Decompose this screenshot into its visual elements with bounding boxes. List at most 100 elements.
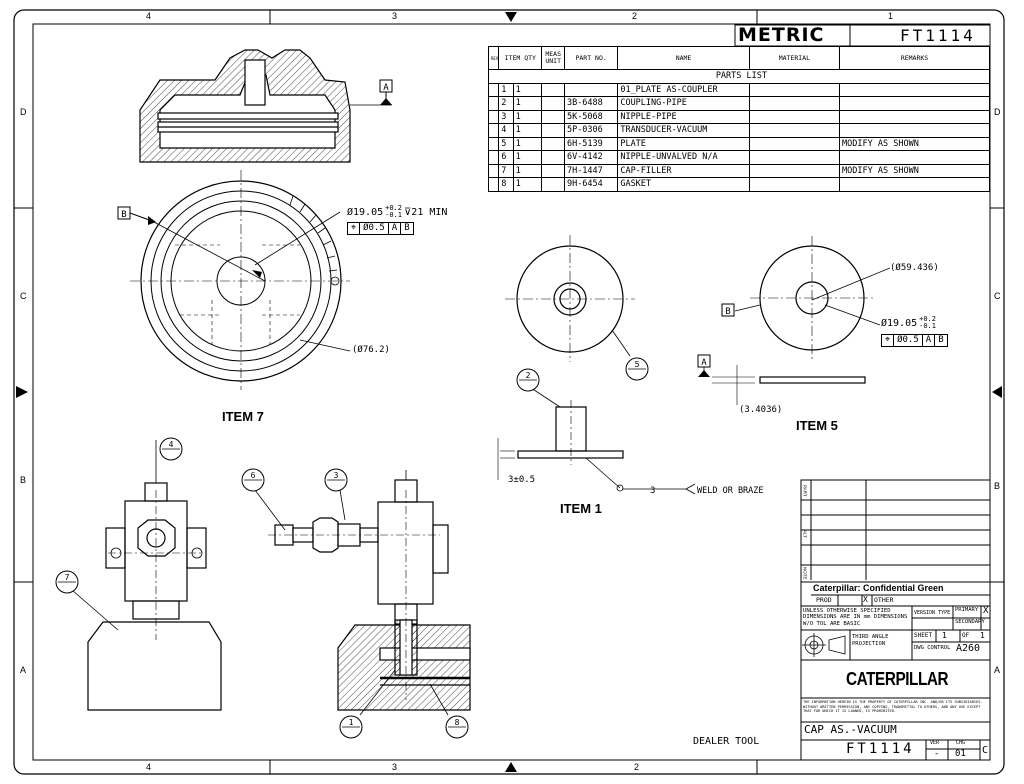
- col-item-qty: ITEM QTY: [498, 46, 543, 70]
- item5-thickness: (3.4036): [739, 405, 782, 415]
- datum-b-label-1: B: [121, 210, 126, 220]
- prod-label: PROD: [816, 596, 832, 604]
- zone-bottom-4: 4: [146, 762, 152, 772]
- zone-right-a: A: [994, 665, 1001, 675]
- item5-hole-dim: Ø19.05+0.2-0.1: [881, 315, 936, 330]
- item7-hole-dim: Ø19.05+0.2-0.1⊽21 MIN: [347, 204, 448, 219]
- item7-label: ITEM 7: [222, 409, 264, 424]
- item5-outer-dim: (Ø59.436): [890, 263, 939, 273]
- svg-text:1: 1: [349, 718, 354, 727]
- balloon-numbers: 1 2 3 4 5 6 7 8: [65, 360, 640, 727]
- datum-a-item7: [350, 79, 393, 106]
- zone-left-d: D: [20, 107, 27, 117]
- datum-a-triangle: [698, 370, 710, 377]
- outer-border: [13, 9, 1005, 775]
- ver-value: -: [934, 749, 940, 759]
- inner-border: [32, 23, 991, 761]
- legal-notice: THE INFORMATION HEREIN IS THE PROPERTY O…: [803, 700, 983, 714]
- zone-top-1: 1: [888, 11, 894, 21]
- dwg-control-label: DWG CONTROL: [914, 645, 951, 651]
- item1-plan-view: [505, 235, 635, 362]
- balloon-dividers: [58, 368, 646, 728]
- item1-label: ITEM 1: [560, 501, 602, 516]
- col-meas-unit: MEAS UNIT: [541, 46, 565, 70]
- position-tolerance-icon: ⌖: [882, 335, 895, 346]
- col-item: ITEM: [504, 54, 521, 62]
- item5-label: ITEM 5: [796, 418, 838, 433]
- item7-position-fcf: ⌖ Ø0.5 A B: [347, 222, 414, 235]
- of-label: OF: [962, 632, 970, 639]
- sheet-value: 1: [942, 631, 947, 640]
- sheet-label: SHEET: [914, 632, 933, 639]
- weld-symbol: 3: [650, 486, 655, 496]
- chg-value: 01: [955, 749, 966, 759]
- col-rev: REV: [487, 46, 500, 70]
- size-value: C: [982, 745, 989, 756]
- zone-right-b: B: [994, 481, 1001, 491]
- datum-b-item5: [721, 303, 735, 317]
- datum-a-label-1: A: [383, 83, 389, 93]
- zone-top-2: 2: [632, 11, 638, 21]
- datum-b-item7: [117, 206, 156, 225]
- item7-section-view: [139, 49, 351, 163]
- zone-left-b: B: [20, 475, 27, 485]
- datum-a-label-2: A: [701, 358, 707, 368]
- item1-side-view: [497, 385, 696, 495]
- zone-bottom-3: 3: [392, 762, 398, 772]
- svg-text:4: 4: [169, 440, 174, 449]
- col-qty: QTY: [524, 54, 536, 62]
- assembly-side-view: [254, 470, 471, 716]
- center-marks: [16, 12, 1002, 772]
- svg-text:6: 6: [251, 471, 256, 480]
- dealer-tool-label: DEALER TOOL: [693, 736, 760, 747]
- zone-top-3: 3: [392, 11, 398, 21]
- assembly-front-view: [71, 440, 222, 711]
- third-angle-projection-symbol: [802, 633, 846, 657]
- weld-note: WELD OR BRAZE: [697, 486, 764, 496]
- zone-top-4: 4: [146, 11, 152, 21]
- tb-drawing-number: FT1114: [846, 741, 915, 757]
- parts-list-title-row: PARTS LIST: [488, 69, 990, 84]
- parts-list-title: PARTS LIST: [488, 69, 990, 84]
- item5-plan-view: [734, 236, 891, 360]
- caterpillar-logo: CATERPILLAR: [846, 669, 949, 689]
- svg-text:7: 7: [65, 573, 70, 582]
- zone-left-a: A: [20, 665, 27, 675]
- header-drawing-number: FT1114: [900, 26, 976, 45]
- version-type-label: VERSION TYPE: [914, 610, 951, 616]
- svg-text:2: 2: [526, 371, 531, 380]
- svg-text:3: 3: [334, 471, 339, 480]
- projection-label: THIRD ANGLE PROJECTION: [852, 634, 889, 647]
- primary-mark: X: [983, 606, 989, 616]
- parts-list-table: REV ITEM QTY MEAS UNIT PART NO. NAME MAT…: [487, 46, 990, 192]
- tb-side-label-part: PART: [802, 485, 808, 497]
- secondary-label: SECONDARY: [955, 619, 985, 625]
- other-label: OTHER: [874, 596, 894, 604]
- svg-text:8: 8: [455, 718, 460, 727]
- zone-right-d: D: [994, 107, 1001, 117]
- item5-position-fcf: ⌖ Ø0.5 A B: [881, 334, 948, 347]
- tb-side-label-note: NOTE: [802, 567, 808, 580]
- item7-plan-view: [130, 170, 351, 390]
- item1-height-dim: 3±0.5: [508, 475, 535, 485]
- confidential-label: Caterpillar: Confidential Green: [813, 583, 944, 593]
- parts-list-header-row: REV ITEM QTY MEAS UNIT PART NO. NAME MAT…: [487, 46, 990, 70]
- col-material: MATERIAL: [748, 46, 841, 70]
- zone-bottom-2: 2: [634, 762, 640, 772]
- zone-left-c: C: [20, 291, 27, 301]
- zone-ticks: [14, 10, 1004, 774]
- title-block-frame: [800, 479, 991, 761]
- part-title: CAP AS.-VACUUM: [804, 723, 897, 736]
- item5-side-view: [697, 354, 866, 405]
- dwg-control-value: A260: [956, 643, 981, 654]
- of-value: 1: [980, 631, 985, 640]
- datum-b-label-2: B: [725, 307, 730, 317]
- spec-note: UNLESS OTHERWISE SPECIFIED DIMENSIONS AR…: [803, 608, 908, 627]
